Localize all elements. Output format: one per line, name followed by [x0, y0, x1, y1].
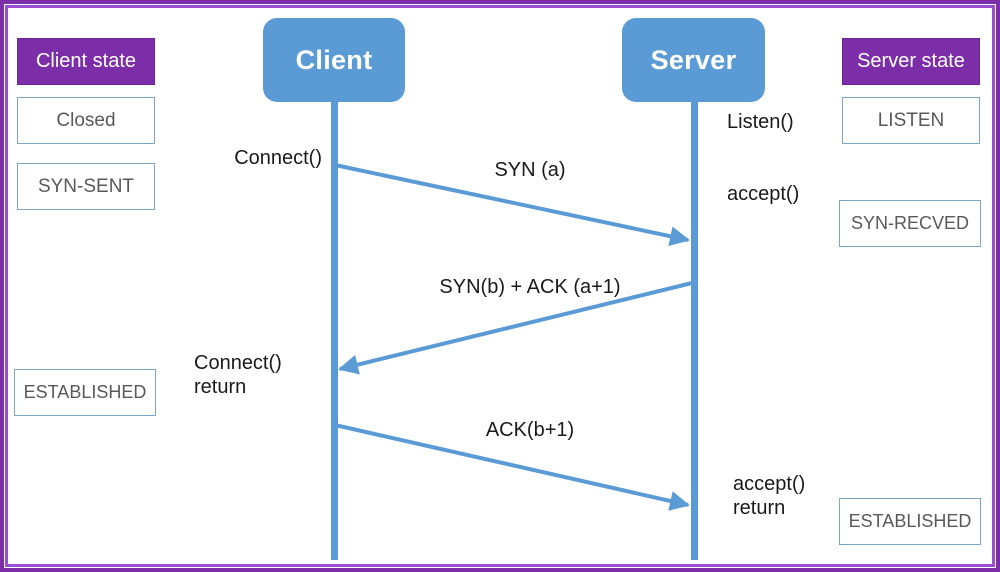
- server-state-listen: LISTEN: [842, 97, 980, 144]
- server-state-established: ESTABLISHED: [839, 498, 981, 545]
- node-client: Client: [263, 18, 405, 102]
- server-call-accept: accept(): [727, 183, 800, 205]
- client-call-connect-return: Connect() return: [194, 352, 282, 399]
- client-state-header: Client state: [17, 38, 155, 85]
- message-label-syn-ack: SYN(b) + ACK (a+1): [439, 276, 621, 298]
- client-state-established: ESTABLISHED: [14, 369, 156, 416]
- node-server: Server: [622, 18, 765, 102]
- client-call-connect: Connect(): [234, 147, 322, 169]
- server-state-syn-recved: SYN-RECVED: [839, 200, 981, 247]
- server-call-listen: Listen(): [727, 111, 794, 133]
- client-state-closed: Closed: [17, 97, 155, 144]
- client-state-syn-sent: SYN-SENT: [17, 163, 155, 210]
- server-call-accept-return: accept() return: [733, 473, 806, 520]
- diagram-inner-border: [5, 5, 995, 567]
- lifeline-client: [331, 100, 338, 560]
- message-label-syn: SYN (a): [494, 159, 566, 181]
- server-state-header: Server state: [842, 38, 980, 85]
- lifeline-server: [691, 100, 698, 560]
- message-label-ack: ACK(b+1): [485, 419, 575, 441]
